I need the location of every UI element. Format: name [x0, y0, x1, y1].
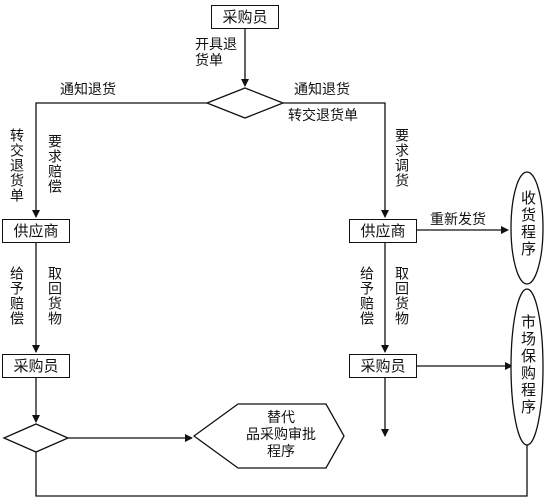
label-retrieve-left: 取回货物 — [46, 266, 62, 326]
substitute-line-3: 程序 — [267, 444, 295, 460]
market-program-ellipse — [510, 288, 544, 446]
substitute-line-2: 品采购审批 — [246, 427, 316, 443]
decision-diamond-top — [205, 87, 285, 119]
node-substitute-approval: 替代 品采购审批 程序 — [226, 410, 336, 461]
node-buyer-left: 采购员 — [2, 354, 70, 378]
label-request-exchange: 要求调货 — [393, 128, 409, 188]
decision-diamond-bottom — [2, 423, 70, 453]
label-notify-return-right: 通知退货 — [294, 82, 350, 98]
node-supplier-left: 供应商 — [2, 219, 70, 243]
edge-notify-right — [283, 102, 389, 218]
node-buyer-right: 采购员 — [349, 354, 417, 378]
substitute-line-1: 替代 — [267, 410, 295, 426]
node-buyer-top: 采购员 — [211, 5, 279, 29]
label-give-compensation-right: 给予赔偿 — [358, 266, 374, 326]
label-issue-return-line1: 开具退 — [195, 37, 237, 53]
receive-program-ellipse — [510, 171, 544, 285]
node-supplier-right: 供应商 — [349, 219, 417, 243]
label-give-compensation-left: 给予赔偿 — [8, 266, 24, 326]
label-issue-return-line2: 货单 — [195, 53, 223, 69]
node-market-program: 市场保购程序 — [519, 314, 537, 416]
label-forward-return-left: 转交退货单 — [8, 128, 24, 203]
edge-bottom-return — [35, 445, 528, 497]
label-forward-return-right: 转交退货单 — [288, 108, 358, 124]
substitute-approval-shape — [192, 403, 345, 469]
label-request-compensation: 要求赔偿 — [46, 134, 62, 194]
node-receive-program: 收货程序 — [519, 190, 537, 258]
label-issue-return: 开具退 货单 — [195, 37, 237, 69]
label-retrieve-right: 取回货物 — [393, 266, 409, 326]
label-resend: 重新发货 — [430, 212, 486, 228]
edge-notify-left — [32, 102, 207, 218]
label-notify-return-left: 通知退货 — [60, 82, 116, 98]
